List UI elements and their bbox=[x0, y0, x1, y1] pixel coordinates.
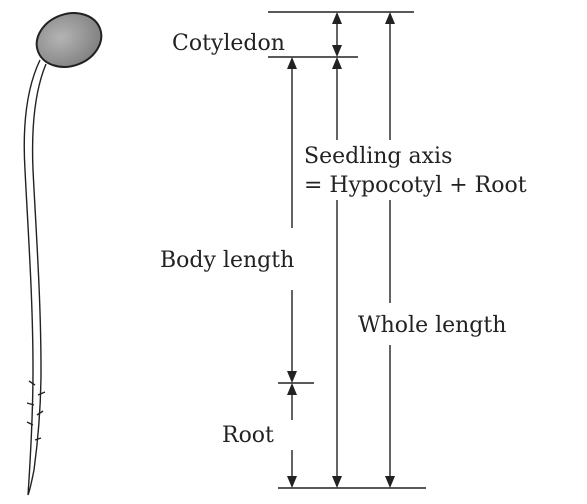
cotyledon-label: Cotyledon bbox=[172, 31, 285, 56]
seedling-axis-formula-label: = Hypocotyl + Root bbox=[304, 173, 527, 198]
cotyledon-arrow bbox=[332, 12, 342, 57]
hypocotyl-stem-left bbox=[24, 60, 40, 370]
root-hairs bbox=[27, 381, 45, 440]
root-label: Root bbox=[222, 423, 274, 448]
seedling-axis-arrow bbox=[332, 57, 342, 488]
whole-length-label: Whole length bbox=[358, 313, 506, 338]
body-length-label: Body length bbox=[160, 248, 294, 273]
hypocotyl-stem-right bbox=[33, 64, 46, 370]
root-arrow bbox=[287, 383, 297, 488]
cotyledon-shape bbox=[29, 4, 109, 75]
seedling-axis-label: Seedling axis bbox=[304, 144, 452, 169]
body-length-arrow bbox=[287, 57, 297, 383]
seedling-illustration bbox=[24, 4, 109, 495]
whole-length-arrow bbox=[385, 12, 395, 488]
root-tip bbox=[28, 370, 41, 495]
